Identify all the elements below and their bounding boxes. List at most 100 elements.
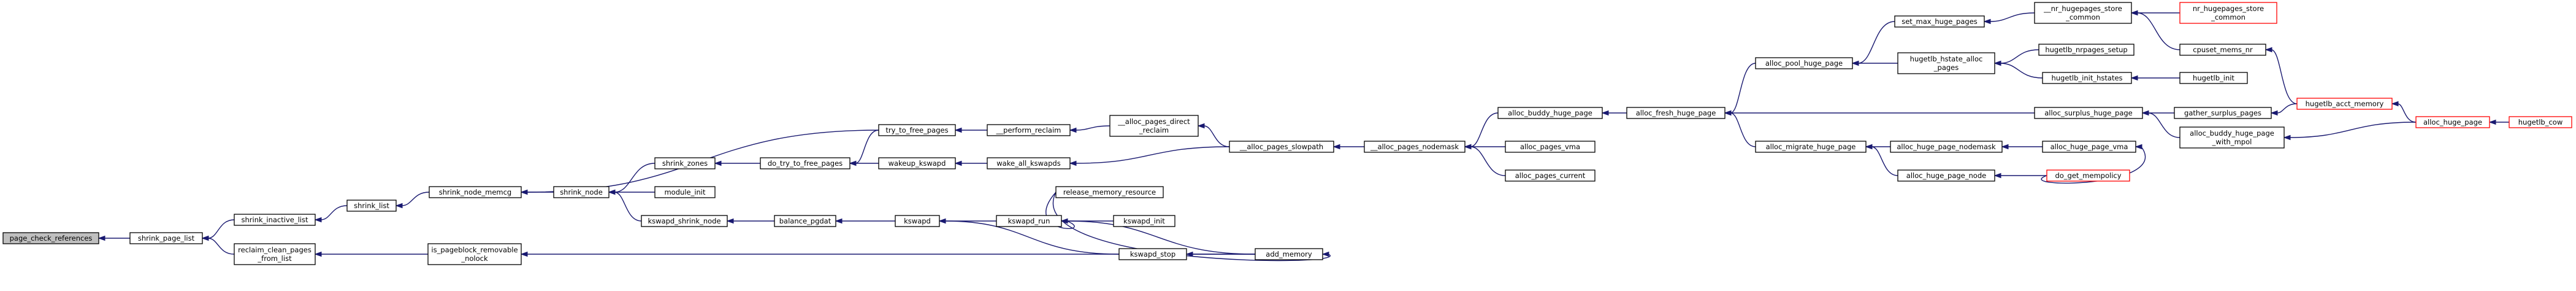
graph-node-alloc-huge-page-node[interactable]: alloc_huge_page_node (1897, 169, 1995, 182)
node-label: is_pageblock_removable (431, 246, 518, 254)
node-box (2034, 107, 2143, 119)
node-box (553, 186, 610, 198)
arrowhead-icon (2130, 75, 2138, 81)
node-label: alloc_fresh_huge_page (1636, 109, 1716, 117)
arrowhead-icon (1332, 144, 1340, 150)
graph-node-module-init[interactable]: module_init (654, 186, 716, 198)
call-edge (614, 163, 655, 193)
graph-node-shrink-page-list[interactable]: shrink_page_list (129, 232, 203, 244)
call-edge (1470, 146, 1506, 176)
node-box (2296, 98, 2393, 110)
graph-node-reclaim-clean-pages-from-list[interactable]: reclaim_clean_pages_from_list (234, 243, 316, 265)
graph-node-kswapd-shrink-node[interactable]: kswapd_shrink_node (641, 215, 728, 227)
arrowhead-icon (1851, 60, 1859, 66)
node-box (1364, 141, 1466, 153)
node-box (654, 157, 716, 169)
graph-node-shrink-node-memcg[interactable]: shrink_node_memcg (429, 186, 522, 198)
arrowhead-icon (1464, 144, 1472, 150)
node-box (1055, 186, 1164, 198)
node-label: wakeup_kswapd (889, 159, 946, 168)
call-edge (1857, 21, 1895, 64)
graph-node-wake-all-kswapds[interactable]: wake_all_kswapds (987, 157, 1071, 169)
graph-node-alloc-migrate-huge-page[interactable]: alloc_migrate_huge_page (1755, 141, 1867, 153)
graph-node-do-get-mempolicy[interactable]: do_get_mempolicy (2046, 169, 2130, 182)
graph-node-alloc-buddy-huge-page[interactable]: alloc_buddy_huge_page (1497, 107, 1603, 119)
graph-node-alloc-pages-current[interactable]: alloc_pages_current (1505, 169, 1596, 182)
node-box (987, 157, 1071, 169)
graph-node-hugetlb-acct-memory[interactable]: hugetlb_acct_memory (2296, 98, 2393, 110)
graph-node-shrink-node[interactable]: shrink_node (553, 186, 610, 198)
arrowhead-icon (1601, 110, 1609, 116)
graph-node-nr-hugepages-store-common[interactable]: nr_hugepages_store_common (2179, 2, 2277, 24)
arrowhead-icon (2270, 110, 2278, 116)
call-edge (320, 205, 348, 220)
graph-node-kswapd-run[interactable]: kswapd_run (996, 215, 1062, 227)
node-label: shrink_page_list (138, 234, 195, 243)
graph-node-try-to-free-pages[interactable]: try_to_free_pages (878, 124, 956, 136)
graph-node-perform-reclaim[interactable]: __perform_reclaim (987, 124, 1071, 136)
node-label: alloc_pages_vma (1520, 142, 1580, 151)
node-box (774, 215, 836, 227)
graph-node-hugetlb-nrpages-setup[interactable]: hugetlb_nrpages_setup (2038, 44, 2135, 56)
node-box (2415, 116, 2490, 128)
graph-node-alloc-buddy-huge-page-with-mpol[interactable]: alloc_buddy_huge_page_with_mpol (2179, 126, 2285, 149)
arrowhead-icon (201, 235, 209, 241)
arrowhead-icon (714, 160, 722, 166)
node-label: page_check_references (10, 234, 93, 243)
graph-node-shrink-list[interactable]: shrink_list (346, 200, 397, 212)
graph-node-alloc-huge-page-vma[interactable]: alloc_huge_page_vma (2042, 141, 2136, 153)
node-label: gather_surplus_pages (2184, 109, 2261, 117)
arrowhead-icon (520, 251, 528, 257)
node-box (129, 232, 203, 244)
arrowhead-icon (954, 127, 962, 133)
graph-node-alloc-pages-direct-reclaim[interactable]: __alloc_pages_direct_reclaim (1109, 115, 1199, 137)
graph-node-hugetlb-init-hstates[interactable]: hugetlb_init_hstates (2042, 72, 2132, 84)
node-box (1755, 141, 1867, 153)
graph-node-do-try-to-free-pages[interactable]: do_try_to_free_pages (760, 157, 850, 169)
arrowhead-icon (1197, 123, 1205, 129)
node-label: nr_hugepages_store (2193, 4, 2264, 13)
graph-node-release-memory-resource[interactable]: release_memory_resource (1055, 186, 1164, 198)
graph-node-kswapd-stop[interactable]: kswapd_stop (1118, 248, 1187, 260)
graph-node-kswapd[interactable]: kswapd (895, 215, 940, 227)
node-label: kswapd_shrink_node (648, 217, 720, 225)
node-layer: page_check_references shrink_page_list shr… (2, 2, 2572, 265)
graph-node-add-memory[interactable]: add_memory (1255, 248, 1323, 260)
graph-node-shrink-inactive-list[interactable]: shrink_inactive_list (234, 214, 316, 226)
graph-node-hugetlb-init[interactable]: hugetlb_init (2179, 72, 2248, 84)
call-edge (1730, 112, 1756, 147)
call-edge (2000, 63, 2043, 79)
graph-node-cpuset-mems-nr[interactable]: cpuset_mems_nr (2179, 44, 2266, 56)
arrowhead-icon (2488, 119, 2496, 125)
call-edge (401, 192, 430, 206)
graph-node-alloc-surplus-huge-page[interactable]: alloc_surplus_huge_page (2034, 107, 2143, 119)
call-edge (2289, 122, 2417, 138)
graph-node-is-pageblock-removable-nolock[interactable]: is_pageblock_removable_nolock (427, 243, 522, 265)
node-label: alloc_pages_current (1515, 171, 1586, 180)
graph-node-balance-pgdat[interactable]: balance_pgdat (774, 215, 836, 227)
graph-node-wakeup-kswapd[interactable]: wakeup_kswapd (878, 157, 956, 169)
call-edge (2000, 49, 2039, 64)
arrowhead-icon (938, 218, 946, 224)
graph-node-page-check-references[interactable]: page_check_references (2, 232, 99, 244)
graph-node-shrink-zones[interactable]: shrink_zones (654, 157, 716, 169)
graph-node-alloc-huge-page[interactable]: alloc_huge_page (2415, 116, 2490, 128)
node-box (346, 200, 397, 212)
graph-node-alloc-fresh-huge-page[interactable]: alloc_fresh_huge_page (1626, 107, 1726, 119)
node-label: alloc_huge_page_node (1906, 171, 1986, 180)
node-label: hugetlb_hstate_alloc (1910, 55, 1983, 63)
graph-node-alloc-pages-slowpath[interactable]: __alloc_pages_slowpath (1229, 141, 1334, 153)
graph-node-hugetlb-cow[interactable]: hugetlb_cow (2509, 116, 2572, 128)
graph-node-alloc-pages-vma[interactable]: alloc_pages_vma (1505, 141, 1596, 153)
graph-node-alloc-pages-nodemask[interactable]: __alloc_pages_nodemask (1364, 141, 1466, 153)
graph-node-set-max-huge-pages[interactable]: set_max_huge_pages (1894, 15, 1985, 28)
node-box (2509, 116, 2572, 128)
graph-node-nr-hugepages-store-common[interactable]: __nr_hugepages_store_common (2034, 2, 2132, 24)
graph-node-alloc-huge-page-nodemask[interactable]: alloc_huge_page_nodemask (1890, 141, 2003, 153)
graph-node-kswapd-init[interactable]: kswapd_init (1113, 215, 1175, 227)
node-box (1894, 15, 1985, 28)
graph-node-alloc-pool-huge-page[interactable]: alloc_pool_huge_page (1755, 57, 1853, 69)
node-label: _common (2211, 13, 2245, 21)
graph-node-gather-surplus-pages[interactable]: gather_surplus_pages (2174, 107, 2272, 119)
graph-node-hugetlb-hstate-alloc-pages[interactable]: hugetlb_hstate_alloc_pages (1897, 52, 1995, 74)
